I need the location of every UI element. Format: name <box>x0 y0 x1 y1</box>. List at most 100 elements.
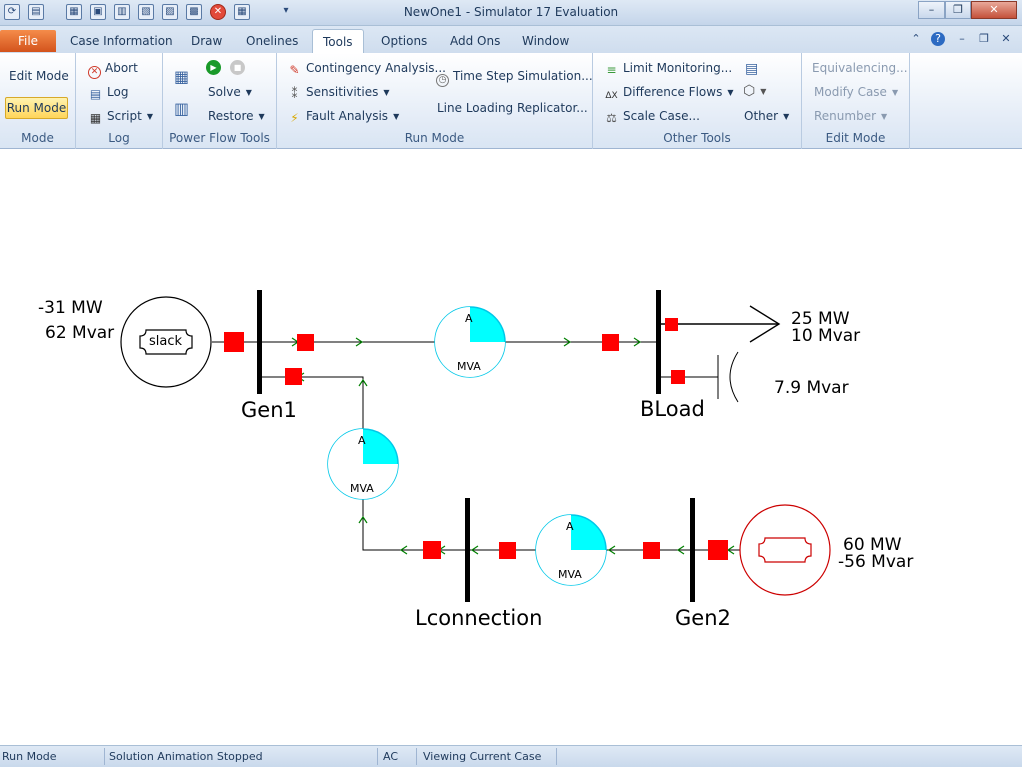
app-icon[interactable]: ⟳ <box>4 4 20 20</box>
sensitivities-button[interactable]: ⁑Sensitivities▼ <box>287 85 390 101</box>
bus-label-lconnection: Lconnection <box>415 606 543 630</box>
log-button[interactable]: ▤Log <box>89 85 129 101</box>
restore-button[interactable]: Restore▼ <box>208 109 265 123</box>
pie-chart-unloaded-slice <box>435 307 505 377</box>
tab-options[interactable]: Options <box>381 34 428 48</box>
calculator-icon[interactable]: ▩ <box>186 4 202 20</box>
tab-add-ons[interactable]: Add Ons <box>450 34 501 48</box>
other-button[interactable]: Other▼ <box>744 109 790 123</box>
scale-case-button[interactable]: ⚖Scale Case... <box>604 109 700 125</box>
bus-gen1[interactable] <box>257 290 262 394</box>
grid-icon[interactable]: ▦ <box>234 4 250 20</box>
breaker-gen2-line[interactable] <box>643 542 660 559</box>
gen2-generator[interactable] <box>739 504 831 596</box>
abort-button[interactable]: ✕Abort <box>88 61 138 79</box>
tab-tools[interactable]: Tools <box>312 29 364 54</box>
run-mode-button[interactable]: Run Mode <box>5 97 68 119</box>
contour-icon[interactable]: ▨ <box>162 4 178 20</box>
close-button[interactable]: ✕ <box>971 1 1017 19</box>
bus-lconnection[interactable] <box>465 498 470 602</box>
calculator-icon[interactable]: ▦ <box>174 67 190 86</box>
equivalencing-button[interactable]: Equivalencing... <box>812 61 908 75</box>
chevron-down-icon: ▼ <box>783 112 790 121</box>
breaker-gen2[interactable] <box>708 540 728 560</box>
contingency-analysis-button[interactable]: ✎Contingency Analysis... <box>287 61 446 77</box>
oneline-canvas[interactable]: A MVA A MVA A MVA slack -31 MW 62 Mvar 2… <box>0 150 1022 745</box>
bus-gen2[interactable] <box>690 498 695 602</box>
solve-button[interactable]: Solve▼ <box>208 85 252 99</box>
shunt-capacitor-bload[interactable] <box>661 351 739 403</box>
network-icon[interactable]: ⬡▼ <box>743 83 767 99</box>
breaker-shunt[interactable] <box>671 370 685 384</box>
pie-chart-lconnection-gen2[interactable] <box>535 514 607 586</box>
model-explorer-icon[interactable]: ▥ <box>114 4 130 20</box>
mdi-minimize-icon[interactable]: – <box>959 32 965 45</box>
pause-icon[interactable]: ■ <box>230 60 245 75</box>
pie-chart-unloaded-slice <box>328 429 398 499</box>
solution-details-icon[interactable]: ▥ <box>174 99 190 118</box>
line-loading-replicator-button[interactable]: Line Loading Replicator... <box>437 101 588 115</box>
breaker-load[interactable] <box>665 318 678 331</box>
open-case-icon[interactable]: ▦ <box>66 4 82 20</box>
load-mw-field: 25 MW <box>791 309 850 329</box>
customize-toolbar-icon[interactable]: ▾ <box>283 5 289 16</box>
status-separator <box>556 748 557 765</box>
load-bload[interactable] <box>661 305 781 343</box>
tab-file[interactable]: File <box>0 30 56 52</box>
mdi-close-icon[interactable]: ✕ <box>1001 32 1011 45</box>
help-icon[interactable]: ? <box>931 32 945 46</box>
limit-monitoring-icon: ≡ <box>606 63 617 77</box>
pie-amps-label: A <box>465 312 473 325</box>
time-step-simulation-button[interactable]: ◷Time Step Simulation... <box>436 69 593 87</box>
breaker-gen1-line-lconnection[interactable] <box>285 368 302 385</box>
save-case-icon[interactable]: ▣ <box>90 4 106 20</box>
database-icon[interactable]: ▤ <box>745 61 759 77</box>
pie-amps-label: A <box>566 520 574 533</box>
scale-icon: ⚖ <box>606 111 617 125</box>
window-title: NewOne1 - Simulator 17 Evaluation <box>403 5 619 19</box>
minimize-button[interactable]: – <box>918 1 945 19</box>
breaker-gen1-line-bload[interactable] <box>297 334 314 351</box>
group-label-other-tools: Other Tools <box>663 131 731 145</box>
chevron-down-icon: ▼ <box>245 88 252 97</box>
new-case-icon[interactable]: ▤ <box>28 4 44 20</box>
maximize-button[interactable]: ❐ <box>945 1 971 19</box>
script-button[interactable]: ▦Script▼ <box>89 109 153 125</box>
bus-label-gen1: Gen1 <box>241 398 297 422</box>
breaker-lconnection-line-gen1[interactable] <box>423 541 441 559</box>
modify-case-button[interactable]: Modify Case▼ <box>814 85 899 99</box>
load-mvar-field: 10 Mvar <box>791 326 861 346</box>
pie-mva-label: MVA <box>350 482 374 495</box>
group-mode: Edit Mode Run Mode Mode <box>0 53 76 149</box>
tab-window[interactable]: Window <box>522 34 570 48</box>
breaker-slack[interactable] <box>224 332 244 352</box>
breaker-lconnection-line-gen2[interactable] <box>499 542 516 559</box>
play-icon[interactable]: ▶ <box>206 60 221 75</box>
group-label-log: Log <box>108 131 130 145</box>
chevron-down-icon: ▼ <box>383 88 390 97</box>
bus-bload[interactable] <box>656 290 661 394</box>
oneline-icon[interactable]: ▧ <box>138 4 154 20</box>
group-label-power-flow-tools: Power Flow Tools <box>169 131 270 145</box>
breaker-bload-line[interactable] <box>602 334 619 351</box>
pie-chart-gen1-lconnection[interactable] <box>327 428 399 500</box>
tab-draw[interactable]: Draw <box>191 34 223 48</box>
tab-onelines[interactable]: Onelines <box>246 34 299 48</box>
pie-amps-label: A <box>358 434 366 447</box>
group-label-run-mode: Run Mode <box>404 131 465 145</box>
tab-case-information[interactable]: Case Information <box>70 34 173 48</box>
stop-icon[interactable]: ✕ <box>210 4 226 20</box>
mdi-restore-icon[interactable]: ❐ <box>979 32 989 45</box>
slack-generator[interactable] <box>120 296 212 388</box>
edit-mode-button[interactable]: Edit Mode <box>9 69 69 83</box>
limit-monitoring-button[interactable]: ≡Limit Monitoring... <box>604 61 732 77</box>
difference-flows-icon: ΔX <box>605 91 618 101</box>
chevron-down-icon: ▼ <box>258 112 265 121</box>
renumber-button[interactable]: Renumber▼ <box>814 109 888 123</box>
status-separator <box>416 748 417 765</box>
fault-analysis-button[interactable]: ⚡Fault Analysis▼ <box>287 109 399 125</box>
bus-label-gen2: Gen2 <box>675 606 731 630</box>
pie-chart-gen1-bload[interactable] <box>434 306 506 378</box>
collapse-ribbon-icon[interactable]: ⌃ <box>911 32 921 45</box>
